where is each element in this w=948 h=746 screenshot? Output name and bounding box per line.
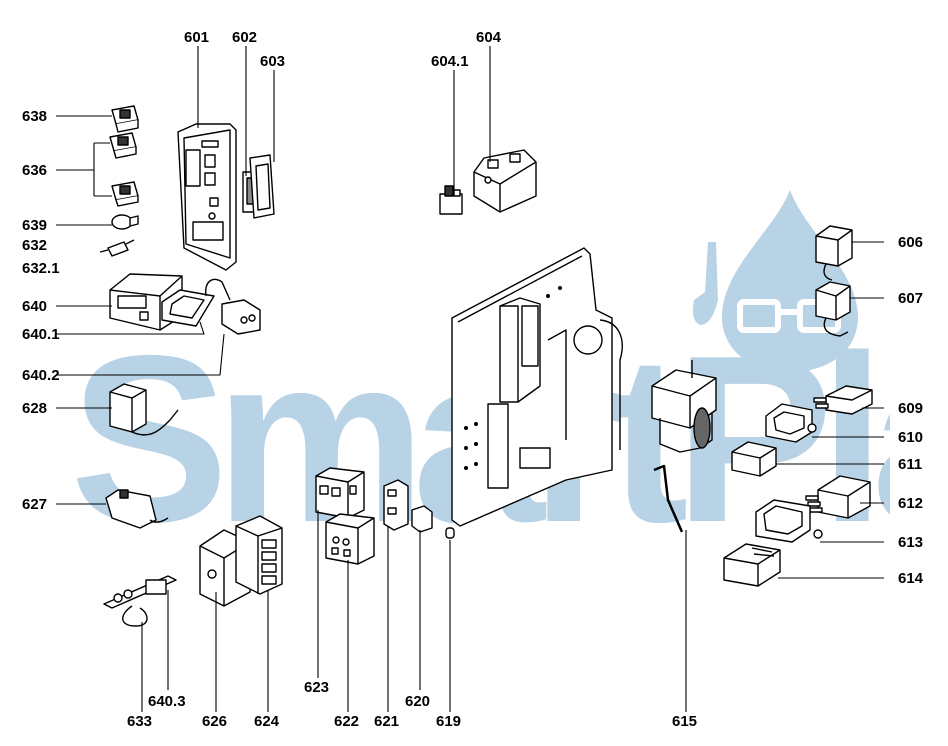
part-601-panel — [177, 123, 237, 271]
label-622: 622 — [334, 713, 360, 730]
part-604-1-connector — [439, 185, 463, 215]
label-640-1: 640.1 — [22, 326, 60, 343]
part-611-plug — [731, 441, 777, 477]
label-620: 620 — [405, 693, 431, 710]
part-609-plug — [813, 385, 873, 415]
part-623-contactor — [315, 467, 365, 519]
label-638: 638 — [22, 108, 48, 125]
hand-icon — [692, 242, 718, 325]
leader-lines — [56, 46, 884, 712]
label-639: 639 — [22, 217, 48, 234]
part-607-solenoid — [815, 281, 851, 337]
part-628-coil — [109, 383, 179, 436]
label-613: 613 — [898, 534, 924, 551]
label-623: 623 — [304, 679, 330, 696]
part-636-switch-a — [109, 132, 137, 159]
label-636: 636 — [22, 162, 48, 179]
part-640-1-frame — [161, 289, 215, 327]
label-610: 610 — [898, 429, 924, 446]
part-621-relay — [383, 479, 409, 531]
label-632: 632 — [22, 237, 48, 254]
part-622-contactor — [325, 513, 375, 565]
label-626: 626 — [202, 713, 228, 730]
part-636-switch-b — [111, 181, 139, 207]
label-611: 611 — [898, 456, 923, 473]
label-604: 604 — [476, 29, 502, 46]
label-609: 609 — [898, 400, 924, 417]
part-632-fuse — [99, 239, 135, 257]
part-603-board — [249, 154, 275, 219]
part-640-2-socket — [205, 278, 261, 335]
part-624-base — [235, 515, 283, 595]
label-627: 627 — [22, 496, 48, 513]
label-640: 640 — [22, 298, 48, 315]
label-606: 606 — [898, 234, 924, 251]
label-621: 621 — [374, 713, 400, 730]
label-640-2: 640.2 — [22, 367, 60, 384]
label-604-1: 604.1 — [431, 53, 469, 70]
label-640-3: 640.3 — [148, 693, 186, 710]
part-main-mounting-plate — [451, 247, 623, 527]
label-628: 628 — [22, 400, 48, 417]
part-614-plug — [723, 543, 781, 587]
label-624: 624 — [254, 713, 280, 730]
part-604-ignition-transformer — [473, 149, 537, 213]
part-639-lamp — [111, 214, 139, 230]
label-633: 633 — [127, 713, 153, 730]
part-627-sensor — [105, 489, 169, 529]
part-610-socket — [765, 403, 817, 443]
label-607: 607 — [898, 290, 924, 307]
part-613-socket — [755, 499, 823, 543]
part-615-motor — [651, 360, 717, 533]
label-615: 615 — [672, 713, 698, 730]
label-603: 603 — [260, 53, 286, 70]
part-612-plug — [805, 475, 871, 519]
label-601: 601 — [184, 29, 210, 46]
label-612: 612 — [898, 495, 924, 512]
part-640-3-plate — [103, 575, 177, 627]
label-619: 619 — [436, 713, 462, 730]
part-619-plug — [445, 527, 455, 539]
part-638-switch — [111, 105, 139, 133]
label-632-1: 632.1 — [22, 260, 60, 277]
part-606-solenoid — [815, 225, 853, 281]
label-614: 614 — [898, 570, 924, 587]
label-602: 602 — [232, 29, 258, 46]
part-620-fuse — [411, 505, 433, 533]
